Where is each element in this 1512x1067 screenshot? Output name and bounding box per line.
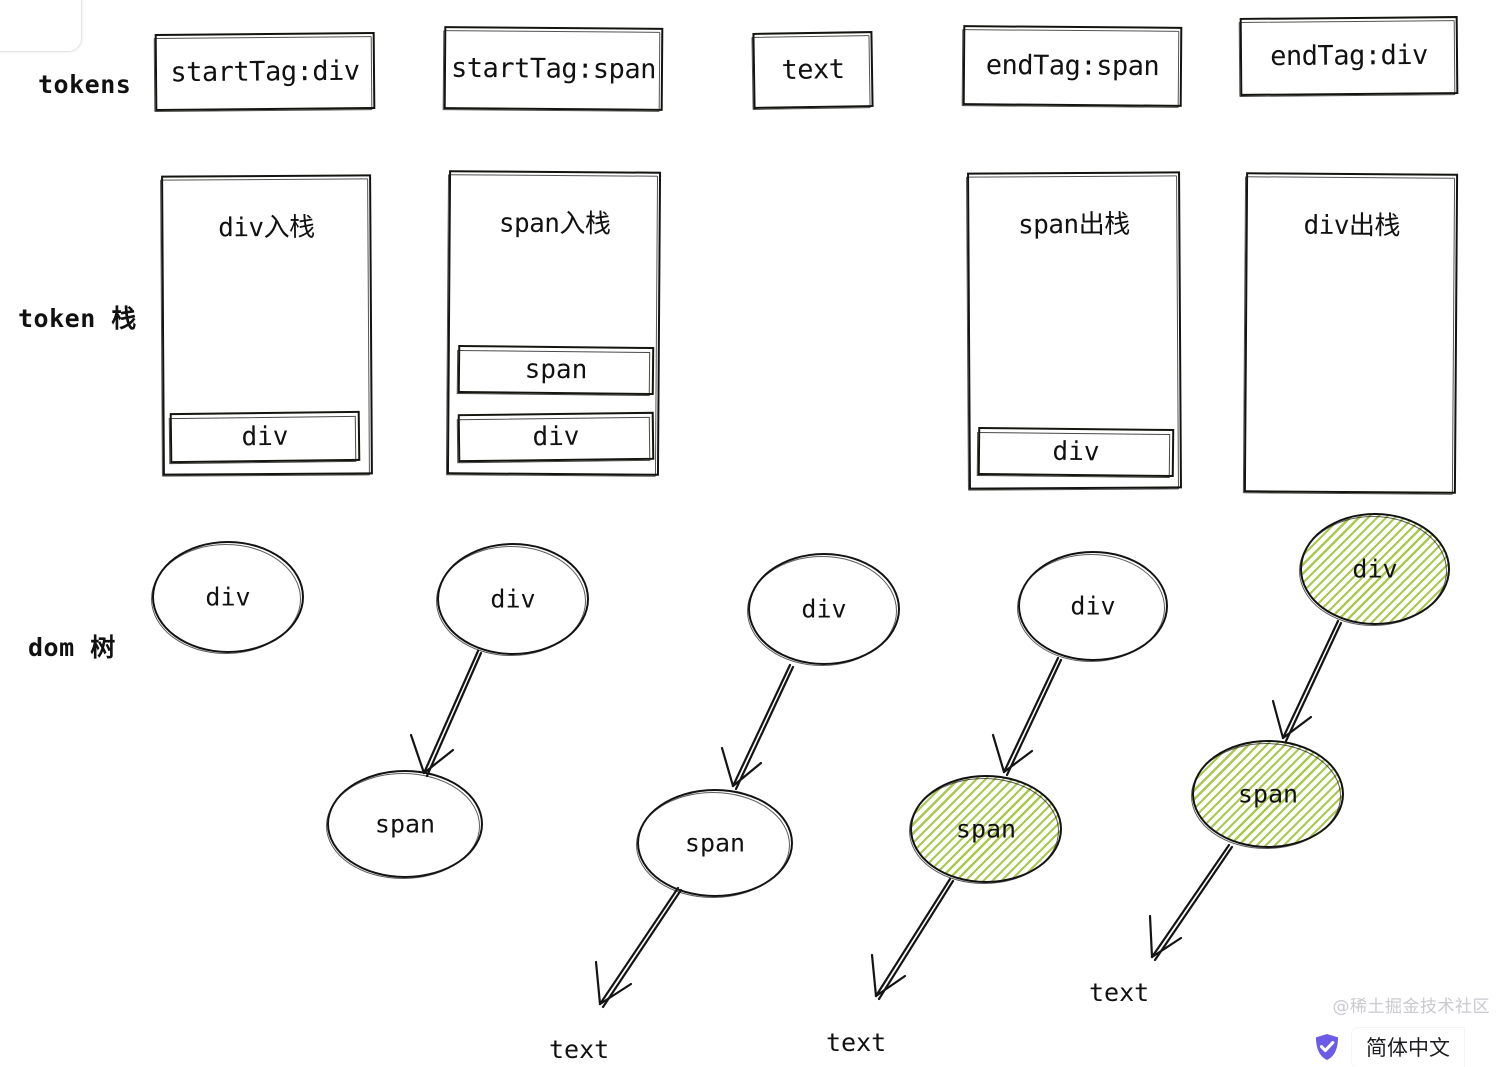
arrowhead <box>598 982 633 1006</box>
dom-node-label: div <box>1070 591 1116 621</box>
dom-node-span: span <box>326 770 483 879</box>
stack-cell-label: span <box>524 354 588 386</box>
edge-div-to-span <box>1002 656 1060 774</box>
token-box-end-tag-div: endTag:div <box>1239 16 1459 96</box>
arrowhead <box>874 974 907 998</box>
token-label: endTag:span <box>985 49 1160 83</box>
edge-span-to-text <box>874 877 952 998</box>
dom-node-label: span <box>1237 779 1299 809</box>
stack-step-title: div出栈 <box>1303 210 1401 242</box>
stack-cell-div: div <box>457 411 655 463</box>
dom-node-div-highlighted: div <box>1299 513 1450 626</box>
dom-node-label: div <box>801 594 847 624</box>
token-box-end-tag-span: endTag:span <box>962 25 1183 107</box>
dom-node-span-highlighted: span <box>909 775 1062 884</box>
stack-step-title: span入栈 <box>498 208 611 240</box>
ime-indicator[interactable]: 简体中文 <box>1314 1027 1464 1067</box>
token-box-text: text <box>752 31 874 109</box>
arrowhead <box>1271 699 1285 740</box>
arrowhead <box>1002 749 1034 774</box>
stack-cell-label: div <box>532 421 580 453</box>
ime-language-label: 简体中文 <box>1352 1027 1464 1067</box>
edge-span-to-text <box>1150 843 1231 959</box>
dom-node-span: span <box>636 789 793 898</box>
stack-step-title: div入栈 <box>218 212 315 244</box>
token-stack-step-5: div出栈 <box>1243 172 1459 494</box>
dom-node-div: div <box>747 553 900 666</box>
dom-leaf-text: text <box>549 1035 610 1064</box>
dom-node-label: span <box>955 814 1017 844</box>
window-corner-chrome <box>0 0 82 52</box>
arrowhead <box>1148 914 1154 959</box>
dom-node-div: div <box>151 541 304 654</box>
stack-cell-label: div <box>1052 436 1100 468</box>
token-label: startTag:div <box>170 55 360 88</box>
arrowhead <box>870 953 878 998</box>
edge-div-to-span <box>731 663 792 788</box>
edge-div-to-span <box>1281 619 1340 740</box>
dom-leaf-text: text <box>826 1028 887 1057</box>
stack-cell-label: div <box>241 421 289 453</box>
dom-leaf-text: text <box>1089 978 1150 1007</box>
stack-cell-span: span <box>457 344 655 396</box>
token-label: text <box>781 54 845 86</box>
arrowhead <box>720 746 735 788</box>
dom-node-div: div <box>1017 551 1168 662</box>
arrowhead <box>422 748 455 775</box>
token-label: startTag:span <box>450 52 657 85</box>
stack-cell-div: div <box>169 410 361 464</box>
shield-check-icon <box>1314 1033 1340 1061</box>
arrowhead <box>594 960 602 1006</box>
row-label-token-stack: token 栈 <box>18 304 137 333</box>
dom-node-span-highlighted: span <box>1191 740 1344 849</box>
stack-cell-div: div <box>977 426 1175 478</box>
arrowhead <box>1281 715 1313 740</box>
dom-node-label: div <box>1352 554 1398 584</box>
edge-span-to-text <box>598 886 680 1006</box>
arrowhead <box>991 733 1006 774</box>
token-label: endTag:div <box>1270 39 1428 73</box>
arrowhead <box>731 761 763 788</box>
dom-node-label: span <box>684 828 746 858</box>
dom-node-label: div <box>490 584 536 614</box>
stack-step-title: span出栈 <box>1017 209 1130 241</box>
dom-node-div: div <box>436 543 589 656</box>
dom-node-label: div <box>205 582 251 612</box>
row-label-dom-tree: dom 树 <box>28 633 116 662</box>
watermark: @稀土掘金技术社区 <box>1332 997 1490 1017</box>
arrowhead <box>409 733 426 775</box>
token-box-start-tag-div: startTag:div <box>154 32 376 111</box>
edge-div-to-span <box>422 649 480 775</box>
token-box-start-tag-span: startTag:span <box>443 26 664 111</box>
dom-node-label: span <box>374 809 436 839</box>
arrowhead <box>1150 936 1183 959</box>
row-label-tokens: tokens <box>38 70 132 99</box>
